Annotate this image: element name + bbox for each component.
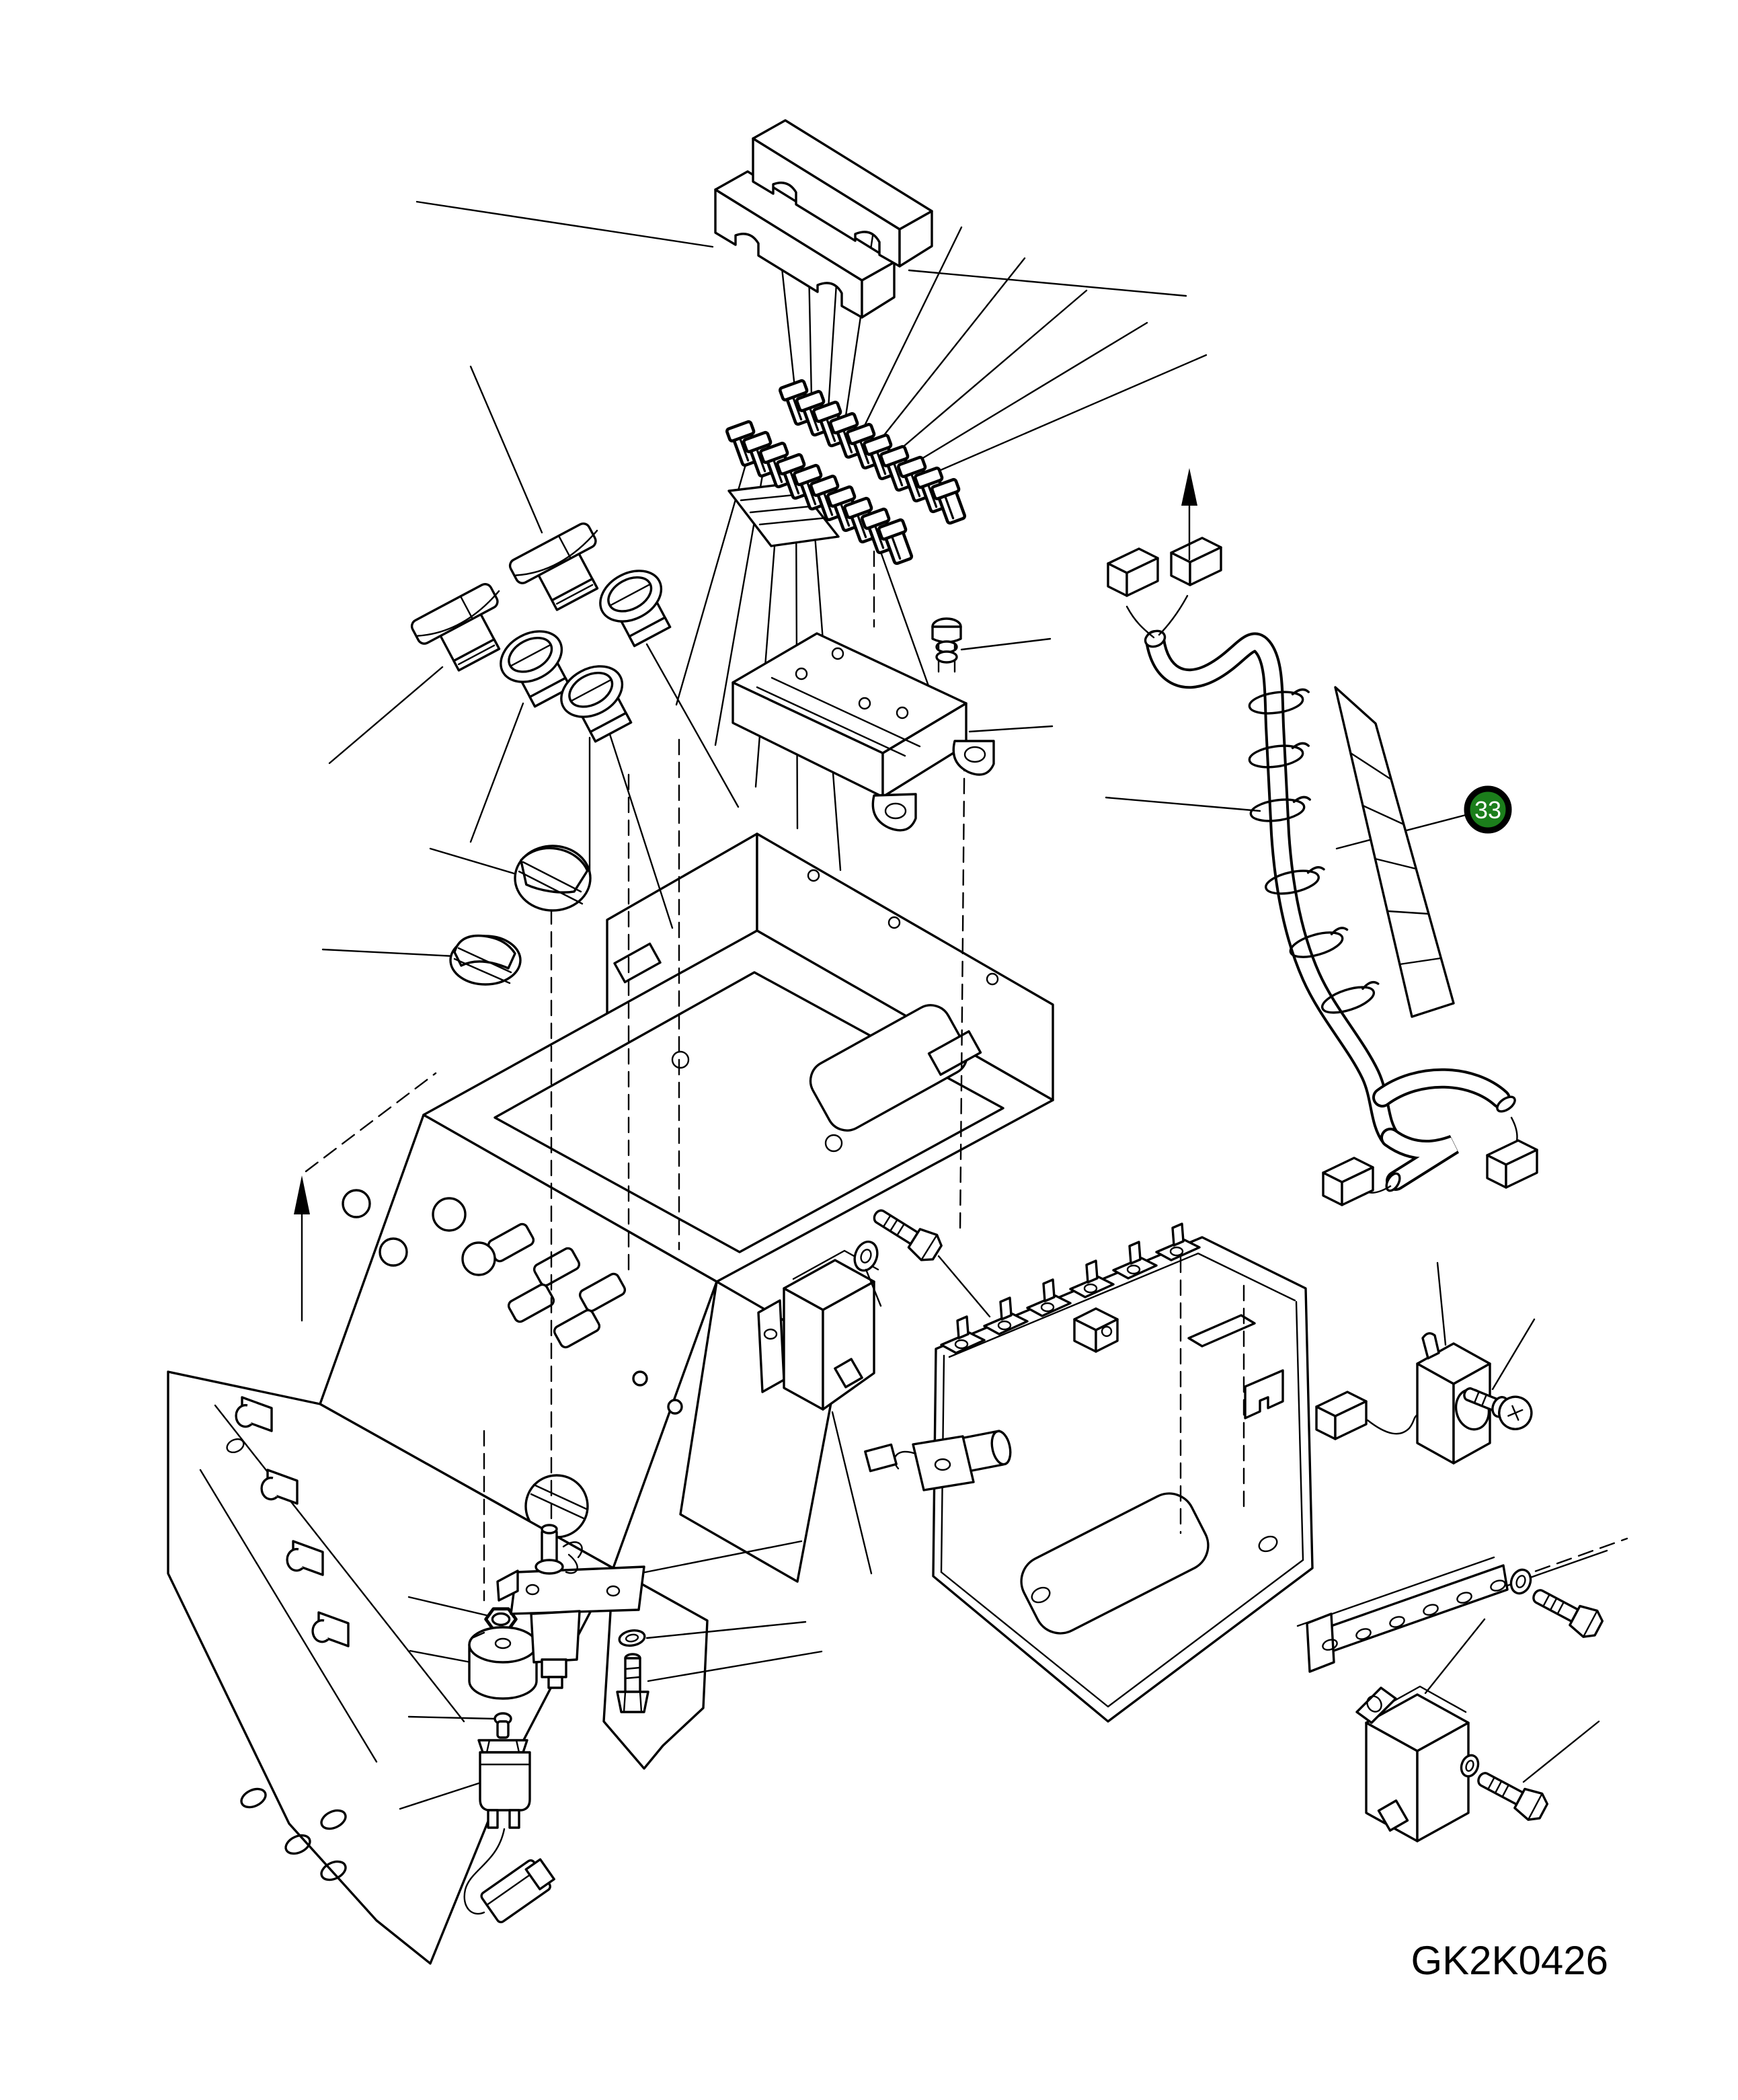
screw-fuse-box — [931, 617, 962, 673]
console-frame — [167, 832, 1054, 1965]
callout-badge[interactable]: 33 — [1464, 785, 1512, 834]
fuse-box-cover-rear — [752, 119, 933, 268]
harness-connector — [1170, 537, 1222, 586]
harness-clamp — [1318, 978, 1384, 1019]
bolt — [1526, 1580, 1607, 1643]
clip-bracket — [1244, 1369, 1284, 1420]
relay-right-upper — [1315, 1332, 1538, 1465]
blade-fuse-rows — [726, 380, 969, 566]
push-button-switch-1 — [590, 559, 682, 653]
harness-connector — [1107, 547, 1159, 597]
mounting-ear — [871, 793, 917, 832]
harness-connector — [1322, 1157, 1374, 1206]
mounting-ear — [952, 740, 995, 776]
control-knob-large — [514, 845, 592, 912]
frame-flange-right — [1296, 1556, 1509, 1673]
up-arrow-left — [294, 1175, 310, 1322]
diagram-code: GK2K0426 — [1411, 1938, 1608, 1983]
fuse-box-cover-front — [714, 170, 896, 319]
battery-box-floor-opening — [1020, 1492, 1210, 1635]
buzzer — [468, 1626, 538, 1700]
up-arrow-harness — [1181, 468, 1197, 561]
push-button-switch-3 — [551, 655, 643, 748]
callout-badge-number: 33 — [1474, 796, 1501, 824]
plunger-switch — [463, 1720, 555, 1924]
harness-connector — [1486, 1139, 1538, 1189]
control-knob-small — [449, 934, 522, 986]
wiring-harness — [1107, 537, 1538, 1206]
bolt — [1471, 1762, 1552, 1826]
relay-tab — [1421, 1332, 1440, 1360]
cable-lug — [864, 1430, 1012, 1491]
harness-panel-strip — [1334, 686, 1455, 1018]
relay-connector — [1315, 1391, 1368, 1440]
solenoid-assembly — [496, 1524, 645, 1689]
bolt — [866, 1200, 947, 1266]
harness-clamp — [1263, 864, 1329, 899]
alignment-lines — [305, 550, 1628, 1602]
relay-right-lower — [1355, 1685, 1552, 1842]
terminal-block — [1073, 1307, 1119, 1353]
battery-box-frame — [864, 1222, 1314, 1723]
tube-open-end — [1496, 1095, 1516, 1113]
box-floor-opening — [809, 1004, 969, 1132]
fuse-box-base — [732, 632, 995, 832]
washer-bolt-upper-right — [1509, 1568, 1607, 1643]
washer-bolt-bottom — [616, 1629, 649, 1713]
relay-center — [757, 1200, 947, 1411]
